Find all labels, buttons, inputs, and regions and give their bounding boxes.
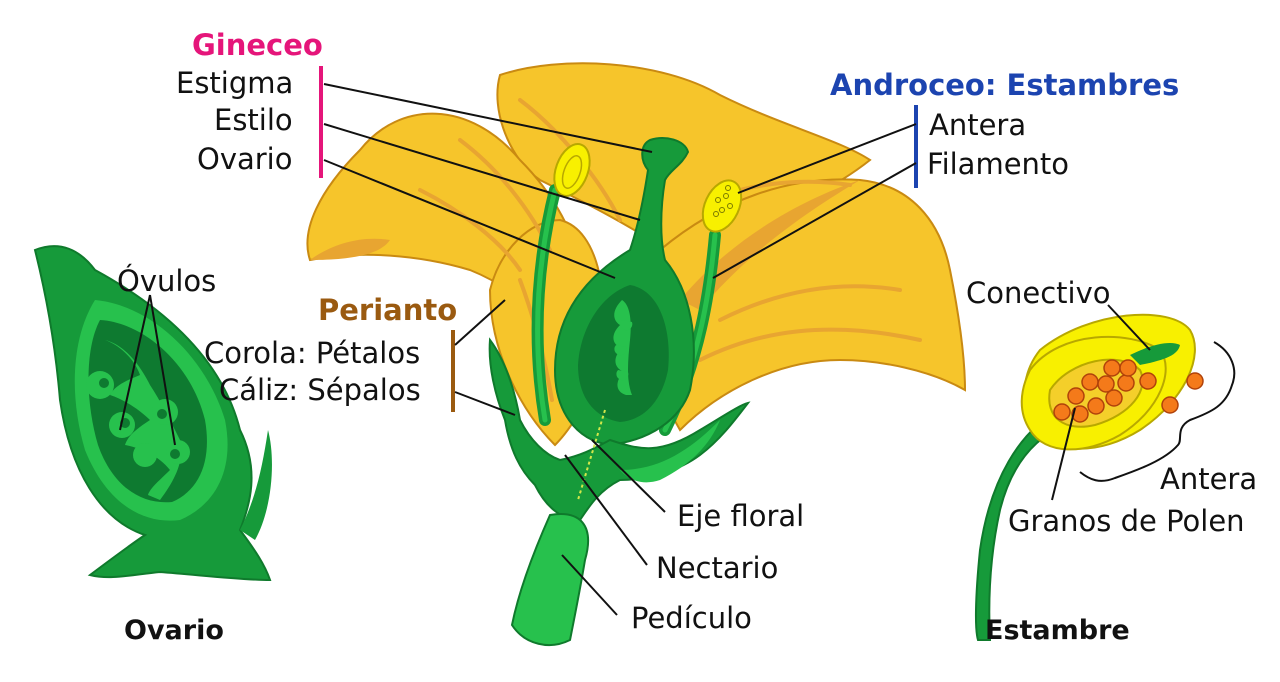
stamen-detail-connective [1130,343,1180,365]
pedicel [510,513,590,646]
label-conectivo: Conectivo [966,276,1111,310]
label-antera-androceo: Antera [929,108,1027,142]
left-petal-underside [310,238,390,260]
label-antera-detail: Antera [1160,462,1258,496]
label-ovario-gineceo: Ovario [197,142,293,176]
label-ovulos: Óvulos [117,264,217,298]
right-petal-fold [680,180,860,310]
stamen-detail-filament [974,408,1067,641]
pollen-grains [1053,359,1204,423]
left-filament-light [535,187,558,423]
floral-axis-line [577,409,606,501]
right-anther [701,179,743,233]
label-granos-polen: Granos de Polen [1008,504,1245,538]
label-nectario: Nectario [656,551,779,585]
caption-estambre: Estambre [985,615,1130,646]
label-pediculo: Pedículo [631,601,752,635]
label-filamento: Filamento [927,147,1070,181]
leader-lines [119,83,1151,616]
perianto-title: Perianto [318,293,458,327]
label-corola: Corola: Pétalos [204,336,421,370]
label-caliz: Cáliz: Sépalos [219,373,421,407]
antera-brace [1079,341,1236,482]
label-eje-floral: Eje floral [677,499,805,533]
androceo-title: Androceo: Estambres [830,68,1180,102]
gineceo-title: Gineceo [192,28,323,62]
label-estigma: Estigma [176,66,294,100]
caption-ovario: Ovario [124,615,224,646]
label-estilo: Estilo [214,103,293,137]
sepals [488,337,751,522]
ovary-detail-placenta [105,340,182,500]
right-petal [648,178,967,432]
